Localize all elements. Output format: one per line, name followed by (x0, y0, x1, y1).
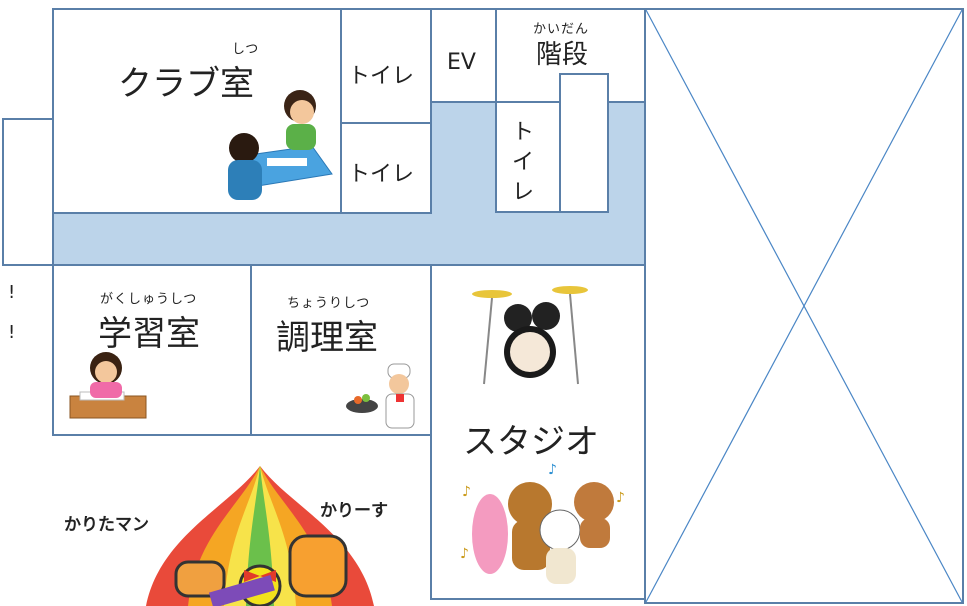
chef-cooking-illustration (346, 363, 415, 429)
cooking-room-ruby: ちょうりしつ (287, 296, 371, 311)
cooking-room-label: 調理室 (276, 318, 378, 358)
club-room-ruby: しつ (232, 42, 260, 57)
studio-label: スタジオ (463, 422, 599, 462)
toilet-vertical-char-3: レ (512, 180, 535, 205)
void-cross-lines (645, 9, 963, 603)
corridor-horizontal (52, 212, 644, 266)
elevator[interactable] (430, 8, 497, 103)
study-room-ruby: がくしゅうしつ (100, 292, 198, 307)
svg-text:♪: ♪ (548, 462, 557, 478)
mascot-right-label: かりーす (320, 501, 388, 521)
club-room-label: クラブ室 (118, 64, 254, 104)
side-mark-2: ! (8, 322, 16, 343)
toilet-lower[interactable] (340, 122, 432, 214)
svg-text:♪: ♪ (460, 546, 469, 562)
mascot-left-label: かりたマン (64, 515, 149, 535)
svg-text:♪: ♪ (616, 490, 625, 506)
side-mark-1: ! (8, 282, 16, 303)
stairs-label: 階段 (536, 40, 589, 70)
dancing-animals-illustration: ♪ ♪ ♪ ♪ (460, 462, 625, 584)
stairs-ruby: かいだん (533, 22, 590, 37)
stair-shaft (559, 73, 609, 213)
toilet-lower-label: トイレ (348, 162, 415, 187)
boys-playing-cards-illustration (228, 90, 333, 200)
toilet-vertical-char-1: ト (512, 120, 535, 145)
girl-studying-illustration (69, 352, 147, 419)
study-room-label: 学習室 (98, 314, 200, 354)
left-annex (2, 118, 54, 266)
svg-text:♪: ♪ (462, 484, 471, 500)
rainbow-mascot-illustration (146, 466, 374, 606)
elevator-label: EV (447, 50, 476, 75)
drum-kit-illustration (472, 286, 588, 385)
toilet-upper-label: トイレ (348, 64, 415, 89)
toilet-vertical-char-2: イ (512, 150, 535, 175)
